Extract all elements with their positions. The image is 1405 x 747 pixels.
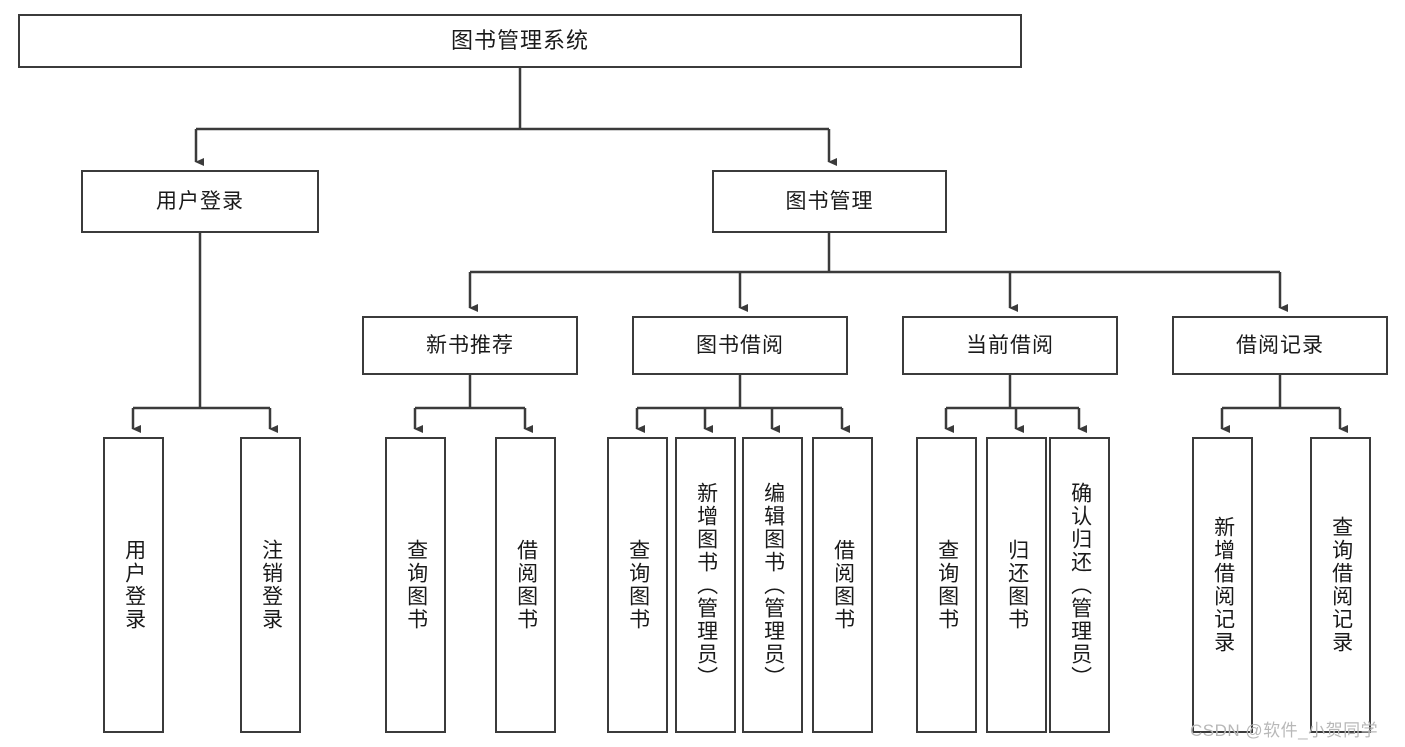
node-borrow-record[interactable]: 借阅记录 — [1172, 316, 1388, 375]
leaf-label: 确认归还（管理员） — [1068, 481, 1092, 689]
leaf-label: 新增图书（管理员） — [694, 481, 718, 689]
leaf-new-book-query[interactable]: 查询图书 — [385, 437, 446, 733]
leaf-current-return-book[interactable]: 归还图书 — [986, 437, 1047, 733]
leaf-new-book-borrow[interactable]: 借阅图书 — [495, 437, 556, 733]
leaf-label: 编辑图书（管理员） — [761, 481, 785, 689]
leaf-label: 查询图书 — [935, 539, 959, 631]
leaf-label: 借阅图书 — [514, 539, 538, 631]
leaf-label: 借阅图书 — [831, 539, 855, 631]
node-current-borrow[interactable]: 当前借阅 — [902, 316, 1118, 375]
leaf-borrow-add-book-admin[interactable]: 新增图书（管理员） — [675, 437, 736, 733]
node-book-borrow[interactable]: 图书借阅 — [632, 316, 848, 375]
leaf-record-add-record[interactable]: 新增借阅记录 — [1192, 437, 1253, 733]
leaf-user-login-logout[interactable]: 注销登录 — [240, 437, 301, 733]
leaf-borrow-borrow-book[interactable]: 借阅图书 — [812, 437, 873, 733]
leaf-label: 新增借阅记录 — [1211, 516, 1235, 654]
csdn-watermark: CSDN @软件_小贺同学 — [1190, 721, 1379, 740]
node-book-manage[interactable]: 图书管理 — [712, 170, 947, 233]
leaf-borrow-edit-book-admin[interactable]: 编辑图书（管理员） — [742, 437, 803, 733]
leaf-current-query-book[interactable]: 查询图书 — [916, 437, 977, 733]
leaf-record-query-record[interactable]: 查询借阅记录 — [1310, 437, 1371, 733]
leaf-label: 用户登录 — [122, 539, 146, 631]
leaf-label: 归还图书 — [1005, 539, 1029, 631]
node-user-login[interactable]: 用户登录 — [81, 170, 319, 233]
leaf-label: 注销登录 — [259, 539, 283, 631]
leaf-label: 查询图书 — [404, 539, 428, 631]
leaf-label: 查询图书 — [626, 539, 650, 631]
leaf-user-login-login[interactable]: 用户登录 — [103, 437, 164, 733]
node-new-book-recommend[interactable]: 新书推荐 — [362, 316, 578, 375]
leaf-label: 查询借阅记录 — [1329, 516, 1353, 654]
leaf-borrow-query-book[interactable]: 查询图书 — [607, 437, 668, 733]
leaf-current-confirm-return-admin[interactable]: 确认归还（管理员） — [1049, 437, 1110, 733]
node-root-system[interactable]: 图书管理系统 — [18, 14, 1022, 68]
